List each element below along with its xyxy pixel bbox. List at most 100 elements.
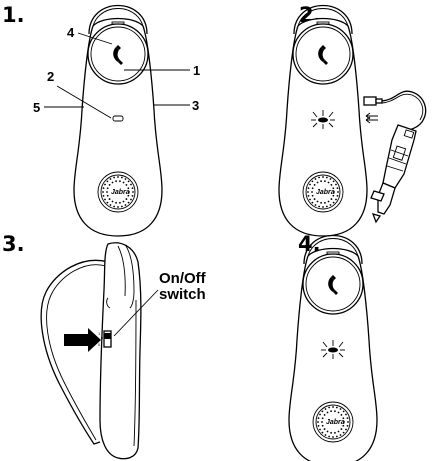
grille-dot xyxy=(132,195,134,197)
grille-dot xyxy=(320,180,322,182)
panel-3: 3. 1 0 On/Off switch xyxy=(2,232,207,459)
grille-dot xyxy=(332,436,334,438)
grille-dot xyxy=(328,182,330,184)
grille-dot xyxy=(320,202,322,204)
grille-dot xyxy=(324,180,326,182)
grille-dot xyxy=(322,206,324,208)
grille-dot xyxy=(113,177,115,179)
grille-dot xyxy=(104,199,106,201)
grille-dot xyxy=(321,410,323,412)
grille-dot xyxy=(312,187,314,189)
panel-2: 2. Jabra xyxy=(279,3,426,236)
switch-label-line1: On/Off xyxy=(159,270,207,287)
grille-dot xyxy=(110,178,112,180)
grille-dot xyxy=(338,412,340,414)
grille-dot xyxy=(117,176,119,178)
grille-dot xyxy=(109,184,111,186)
grille-dot xyxy=(314,184,316,186)
grille-dot xyxy=(335,199,337,201)
grille-dot xyxy=(106,191,108,193)
panel-1: 1. Jabra 4 2 1 5 3 xyxy=(2,3,200,236)
grille-dot xyxy=(312,195,314,197)
callout-3: 3 xyxy=(192,98,199,113)
grille-dot xyxy=(109,198,111,200)
grille-dot xyxy=(332,406,334,408)
grille-dot xyxy=(106,180,108,182)
grille-dot xyxy=(333,180,335,182)
grille-dot xyxy=(113,206,115,208)
grille-dot xyxy=(325,434,327,436)
grille-dot xyxy=(345,429,347,431)
grille-dot xyxy=(337,187,339,189)
grille-dot xyxy=(343,432,345,434)
grille-dot xyxy=(327,431,329,433)
grille-dot xyxy=(330,204,332,206)
grille-dot xyxy=(317,201,319,203)
grille-dot xyxy=(318,425,320,427)
device-side-view: 1 0 xyxy=(98,243,141,459)
grille-dot xyxy=(330,178,332,180)
grille-dot xyxy=(324,202,326,204)
grille-dot xyxy=(334,410,336,412)
grille-dot xyxy=(336,407,338,409)
grille-dot xyxy=(117,206,119,208)
grille-dot xyxy=(347,417,349,419)
grille-dot xyxy=(324,428,326,430)
grille-dot xyxy=(328,436,330,438)
grille-dot xyxy=(130,184,132,186)
grille-dot xyxy=(311,191,313,193)
grille-dot xyxy=(319,429,321,431)
grille-dot xyxy=(311,180,313,182)
grille-dot xyxy=(309,199,311,201)
grille-dot xyxy=(345,414,347,416)
grille-dot xyxy=(328,407,330,409)
grille-dot xyxy=(334,432,336,434)
grille-dot xyxy=(106,202,108,204)
grille-dot xyxy=(317,421,319,423)
grille-dot xyxy=(319,414,321,416)
grille-dot xyxy=(104,184,106,186)
grille-dot xyxy=(336,436,338,438)
grille-dot xyxy=(318,417,320,419)
visor-clip xyxy=(41,260,108,444)
grille-dot xyxy=(322,176,324,178)
grille-dot xyxy=(330,410,332,412)
switch-mark-off: 0 xyxy=(98,342,101,347)
arrow-icon xyxy=(64,328,101,352)
device-front-2: Jabra xyxy=(279,6,367,237)
callout-1: 1 xyxy=(193,63,200,78)
grille-dot xyxy=(126,198,128,200)
grille-dot xyxy=(121,177,123,179)
grille-dot xyxy=(103,195,105,197)
grille-dot xyxy=(321,432,323,434)
grille-dot xyxy=(328,201,330,203)
arrow-icon xyxy=(366,113,378,123)
grille-dot xyxy=(341,428,343,430)
grille-dot xyxy=(318,206,320,208)
grille-dot xyxy=(321,421,323,423)
grille-dot xyxy=(132,187,134,189)
grille-dot xyxy=(347,421,349,423)
grille-dot xyxy=(331,198,333,200)
grille-dot xyxy=(308,195,310,197)
grille-dot xyxy=(337,195,339,197)
grille-dot xyxy=(326,177,328,179)
grille-dot xyxy=(341,414,343,416)
grille-dot xyxy=(309,184,311,186)
grille-dot xyxy=(331,184,333,186)
grille-dot xyxy=(317,182,319,184)
device-front-1: Jabra xyxy=(74,6,162,237)
grille-dot xyxy=(315,178,317,180)
grille-dot xyxy=(102,191,104,193)
grille-dot xyxy=(343,410,345,412)
brand-logo: Jabra xyxy=(111,189,130,196)
grille-dot xyxy=(340,408,342,410)
grille-dot xyxy=(327,412,329,414)
grille-dot xyxy=(110,204,112,206)
callout-4: 4 xyxy=(67,25,75,40)
callout-2: 2 xyxy=(47,69,54,84)
grille-dot xyxy=(307,191,309,193)
grille-dot xyxy=(337,191,339,193)
car-charger-icon xyxy=(364,91,426,222)
